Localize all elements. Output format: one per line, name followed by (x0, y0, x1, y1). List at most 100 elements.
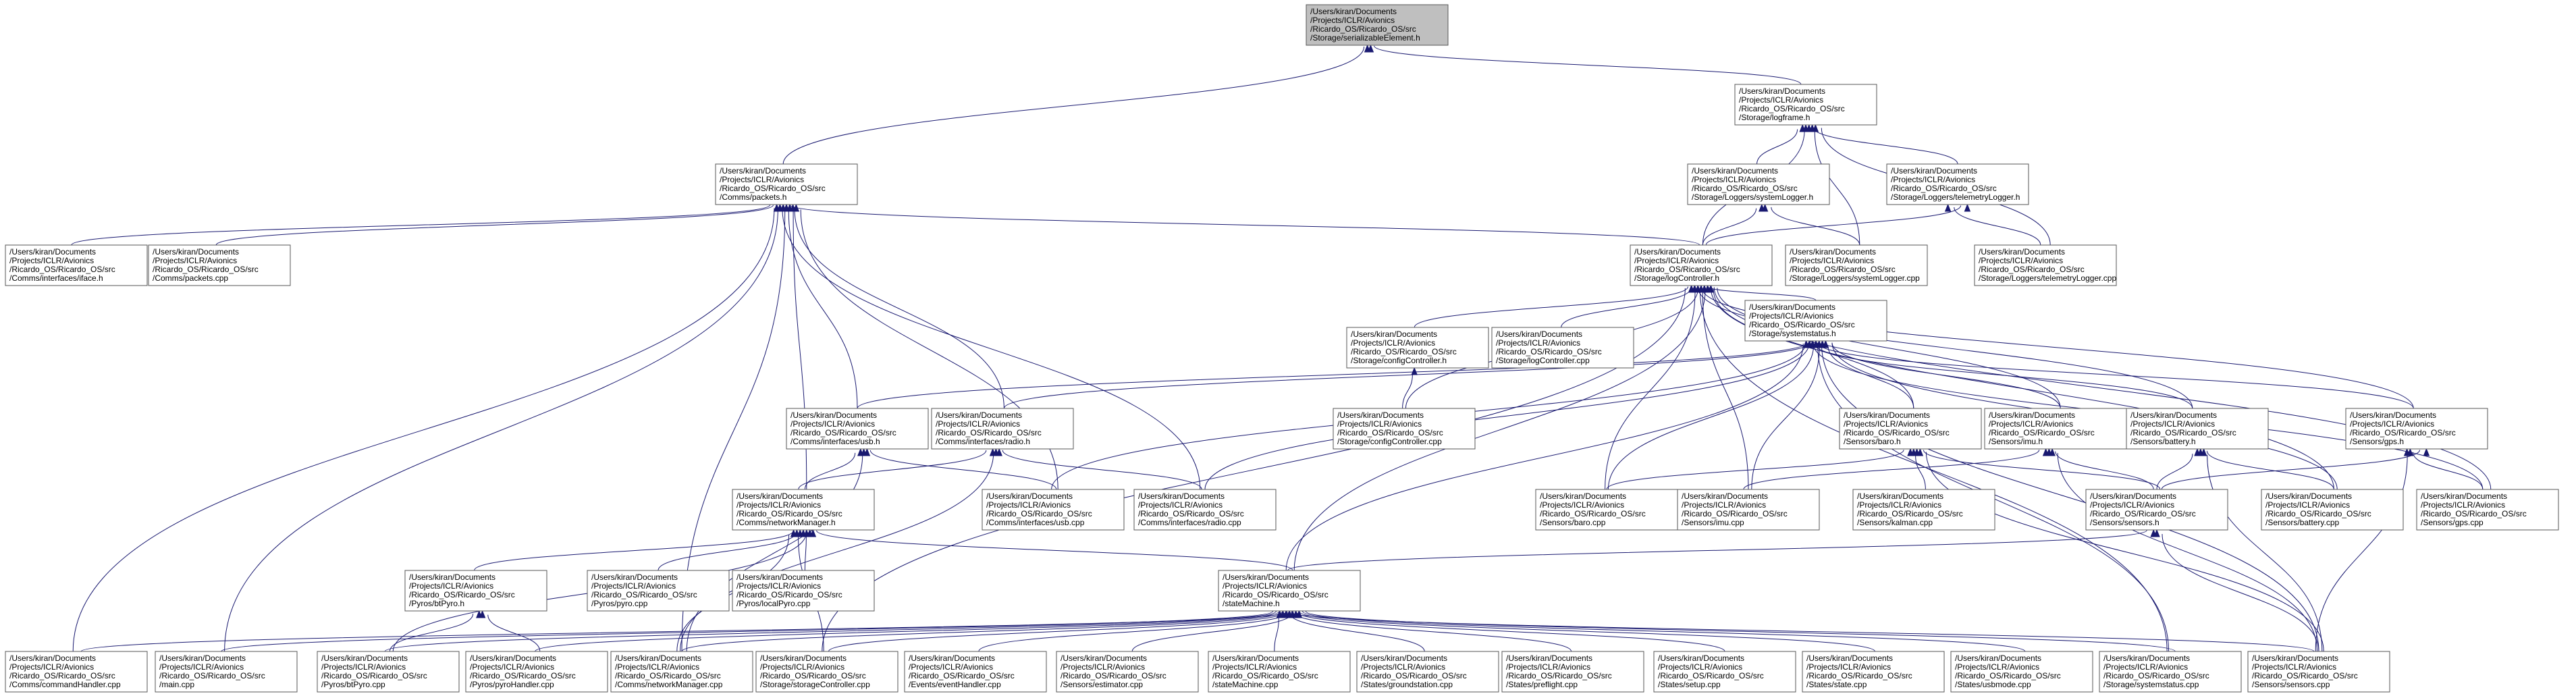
edge-imu_cpp-to-logController_h (1702, 292, 1749, 490)
node-usbmode_cpp[interactable]: /Users/kiran/Documents/Projects/ICLR/Avi… (1950, 651, 2093, 693)
edge-usb_cpp-to-usb_h (869, 450, 1057, 490)
edge-systemstatus_cpp-to-stateMachine_h (1305, 611, 2176, 652)
edge-sensors_cpp-to-imu_h (2057, 453, 2318, 652)
node-label-line: /Projects/ICLR/Avionics (760, 662, 844, 672)
node-label-line: /Sensors/battery.cpp (2265, 518, 2339, 527)
node-systemstatus_cpp[interactable]: /Users/kiran/Documents/Projects/ICLR/Avi… (2099, 651, 2242, 693)
node-imu_cpp[interactable]: /Users/kiran/Documents/Projects/ICLR/Avi… (1677, 489, 1820, 531)
edge-main_cpp-to-packets_h (224, 209, 778, 652)
node-label-line: /Storage/configController.h (1351, 356, 1447, 365)
edge-radio_cpp-to-radio_h (1002, 450, 1202, 490)
node-commandHandler_cpp[interactable]: /Users/kiran/Documents/Projects/ICLR/Avi… (5, 651, 148, 693)
arrowhead (2153, 529, 2160, 537)
edge-radio_h-to-systemstatus_h (1003, 341, 1813, 409)
node-usb_h[interactable]: /Users/kiran/Documents/Projects/ICLR/Avi… (786, 408, 929, 450)
node-label-line: /Comms/interfaces/radio.cpp (1138, 518, 1241, 527)
edge-pyro_cpp-to-networkManager_h (658, 531, 797, 571)
node-box (732, 570, 875, 612)
node-pyroHandler_cpp[interactable]: /Users/kiran/Documents/Projects/ICLR/Avi… (465, 651, 608, 693)
edge-stateMachine_h-to-logController_h (1293, 289, 1706, 571)
node-label-line: /Users/kiran/Documents (470, 653, 556, 663)
node-label-line: /Projects/ICLR/Avionics (591, 581, 676, 591)
node-estimator_cpp[interactable]: /Users/kiran/Documents/Projects/ICLR/Avi… (1056, 651, 1199, 693)
node-label-line: /Projects/ICLR/Avionics (9, 662, 94, 672)
node-label-line: /Users/kiran/Documents (2103, 653, 2190, 663)
node-battery_h[interactable]: /Users/kiran/Documents/Projects/ICLR/Avi… (2126, 408, 2269, 450)
arrowhead (1411, 367, 1418, 375)
node-groundstation_cpp[interactable]: /Users/kiran/Documents/Projects/ICLR/Avi… (1356, 651, 1499, 693)
node-stateMachine_h[interactable]: /Users/kiran/Documents/Projects/ICLR/Avi… (1218, 570, 1361, 612)
node-label-line: /States/usbmode.cpp (1955, 680, 2031, 689)
node-systemstatus_h[interactable]: /Users/kiran/Documents/Projects/ICLR/Avi… (1744, 300, 1887, 342)
node-box (755, 651, 898, 693)
node-label-line: /Projects/ICLR/Avionics (1310, 16, 1395, 25)
edge-sensors_h-to-imu_h (2055, 451, 2154, 490)
node-label-line: /Projects/ICLR/Avionics (1061, 662, 1145, 672)
node-label-line: /Users/kiran/Documents (591, 572, 678, 582)
node-configController_h[interactable]: /Users/kiran/Documents/Projects/ICLR/Avi… (1346, 327, 1489, 369)
node-label-line: /Events/eventHandler.cpp (909, 680, 1001, 689)
node-packets_h[interactable]: /Users/kiran/Documents/Projects/ICLR/Avi… (715, 163, 858, 205)
node-baro_h[interactable]: /Users/kiran/Documents/Projects/ICLR/Avi… (1839, 408, 1982, 450)
node-eventHandler_cpp[interactable]: /Users/kiran/Documents/Projects/ICLR/Avi… (904, 651, 1047, 693)
node-systemLogger_h[interactable]: /Users/kiran/Documents/Projects/ICLR/Avi… (1687, 163, 1830, 205)
node-battery_cpp[interactable]: /Users/kiran/Documents/Projects/ICLR/Avi… (2261, 489, 2404, 531)
node-gps_cpp[interactable]: /Users/kiran/Documents/Projects/ICLR/Avi… (2416, 489, 2559, 531)
node-box (317, 651, 460, 693)
node-label-line: /Projects/ICLR/Avionics (9, 256, 94, 265)
node-label-line: /Comms/networkManager.h (736, 518, 836, 527)
node-sensors_cpp[interactable]: /Users/kiran/Documents/Projects/ICLR/Avi… (2247, 651, 2390, 693)
edge-sensors_cpp-to-sensors_h (2162, 533, 2319, 652)
node-label-line: /Projects/ICLR/Avionics (1979, 256, 2063, 265)
edge-sensors_cpp-to-systemstatus_h (1821, 344, 2319, 652)
node-logframe_h[interactable]: /Users/kiran/Documents/Projects/ICLR/Avi… (1734, 84, 1877, 126)
node-telemetryLogger_h[interactable]: /Users/kiran/Documents/Projects/ICLR/Avi… (1886, 163, 2029, 205)
node-label-line: /Users/kiran/Documents (1540, 491, 1626, 501)
edge-pyroHandler_cpp-to-stateMachine_h (535, 611, 1280, 652)
node-iface_h[interactable]: /Users/kiran/Documents/Projects/ICLR/Avi… (5, 244, 148, 286)
node-logController_h[interactable]: /Users/kiran/Documents/Projects/ICLR/Avi… (1630, 244, 1773, 286)
node-networkManager_h[interactable]: /Users/kiran/Documents/Projects/ICLR/Avi… (732, 489, 875, 531)
node-radio_h[interactable]: /Users/kiran/Documents/Projects/ICLR/Avi… (931, 408, 1074, 450)
node-sensors_h[interactable]: /Users/kiran/Documents/Projects/ICLR/Avi… (2085, 489, 2228, 531)
node-label-line: /Users/kiran/Documents (790, 410, 877, 420)
node-label-line: /Storage/systemstatus.cpp (2103, 680, 2199, 689)
node-storageController_cpp[interactable]: /Users/kiran/Documents/Projects/ICLR/Avi… (755, 651, 898, 693)
node-serializable[interactable]: /Users/kiran/Documents/Projects/ICLR/Avi… (1306, 4, 1449, 46)
node-label-line: /Projects/ICLR/Avionics (736, 581, 821, 591)
node-telemetryLogger_cpp[interactable]: /Users/kiran/Documents/Projects/ICLR/Avi… (1974, 244, 2117, 286)
node-label-line: /Ricardo_OS/Ricardo_OS/src (1351, 347, 1457, 356)
node-btPyro_h[interactable]: /Users/kiran/Documents/Projects/ICLR/Avi… (404, 570, 547, 612)
node-label-line: /Projects/ICLR/Avionics (2265, 500, 2350, 510)
edge-logController_cpp-to-logController_h (1561, 287, 1692, 328)
node-state_cpp[interactable]: /Users/kiran/Documents/Projects/ICLR/Avi… (1802, 651, 1945, 693)
node-kalman_cpp[interactable]: /Users/kiran/Documents/Projects/ICLR/Avi… (1852, 489, 1995, 531)
node-stateMachine_cpp[interactable]: /Users/kiran/Documents/Projects/ICLR/Avi… (1208, 651, 1351, 693)
node-label-line: /Projects/ICLR/Avionics (1857, 500, 1941, 510)
node-label-line: /Ricardo_OS/Ricardo_OS/src (1857, 509, 1963, 518)
node-systemLogger_cpp[interactable]: /Users/kiran/Documents/Projects/ICLR/Avi… (1785, 244, 1928, 286)
node-main_cpp[interactable]: /Users/kiran/Documents/Projects/ICLR/Avi… (155, 651, 298, 693)
node-localPyro_cpp[interactable]: /Users/kiran/Documents/Projects/ICLR/Avi… (732, 570, 875, 612)
node-packets_cpp[interactable]: /Users/kiran/Documents/Projects/ICLR/Avi… (148, 244, 291, 286)
node-pyro_cpp[interactable]: /Users/kiran/Documents/Projects/ICLR/Avi… (587, 570, 730, 612)
node-box (610, 651, 753, 693)
node-preflight_cpp[interactable]: /Users/kiran/Documents/Projects/ICLR/Avi… (1501, 651, 1644, 693)
node-setup_cpp[interactable]: /Users/kiran/Documents/Projects/ICLR/Avi… (1653, 651, 1796, 693)
node-networkManager_cpp[interactable]: /Users/kiran/Documents/Projects/ICLR/Avi… (610, 651, 753, 693)
node-label-line: /Projects/ICLR/Avionics (1351, 338, 1435, 348)
node-configController_cpp[interactable]: /Users/kiran/Documents/Projects/ICLR/Avi… (1333, 408, 1476, 450)
node-radio_cpp[interactable]: /Users/kiran/Documents/Projects/ICLR/Avi… (1133, 489, 1277, 531)
node-imu_h[interactable]: /Users/kiran/Documents/Projects/ICLR/Avi… (1984, 408, 2127, 450)
node-label-line: /Ricardo_OS/Ricardo_OS/src (1223, 590, 1329, 599)
node-label-line: /Ricardo_OS/Ricardo_OS/src (1806, 671, 1912, 680)
node-gps_h[interactable]: /Users/kiran/Documents/Projects/ICLR/Avi… (2345, 408, 2488, 450)
node-usb_cpp[interactable]: /Users/kiran/Documents/Projects/ICLR/Avi… (982, 489, 1125, 531)
node-baro_cpp[interactable]: /Users/kiran/Documents/Projects/ICLR/Avi… (1535, 489, 1678, 531)
node-btPyro_cpp[interactable]: /Users/kiran/Documents/Projects/ICLR/Avi… (317, 651, 460, 693)
node-logController_cpp[interactable]: /Users/kiran/Documents/Projects/ICLR/Avi… (1491, 327, 1634, 369)
node-label-line: /Ricardo_OS/Ricardo_OS/src (2103, 671, 2209, 680)
arrowhead (2407, 448, 2414, 456)
edge-systemLogger_cpp-to-logframe_h (1814, 131, 1860, 246)
node-label-line: /Storage/Loggers/telemetryLogger.cpp (1979, 273, 2116, 283)
